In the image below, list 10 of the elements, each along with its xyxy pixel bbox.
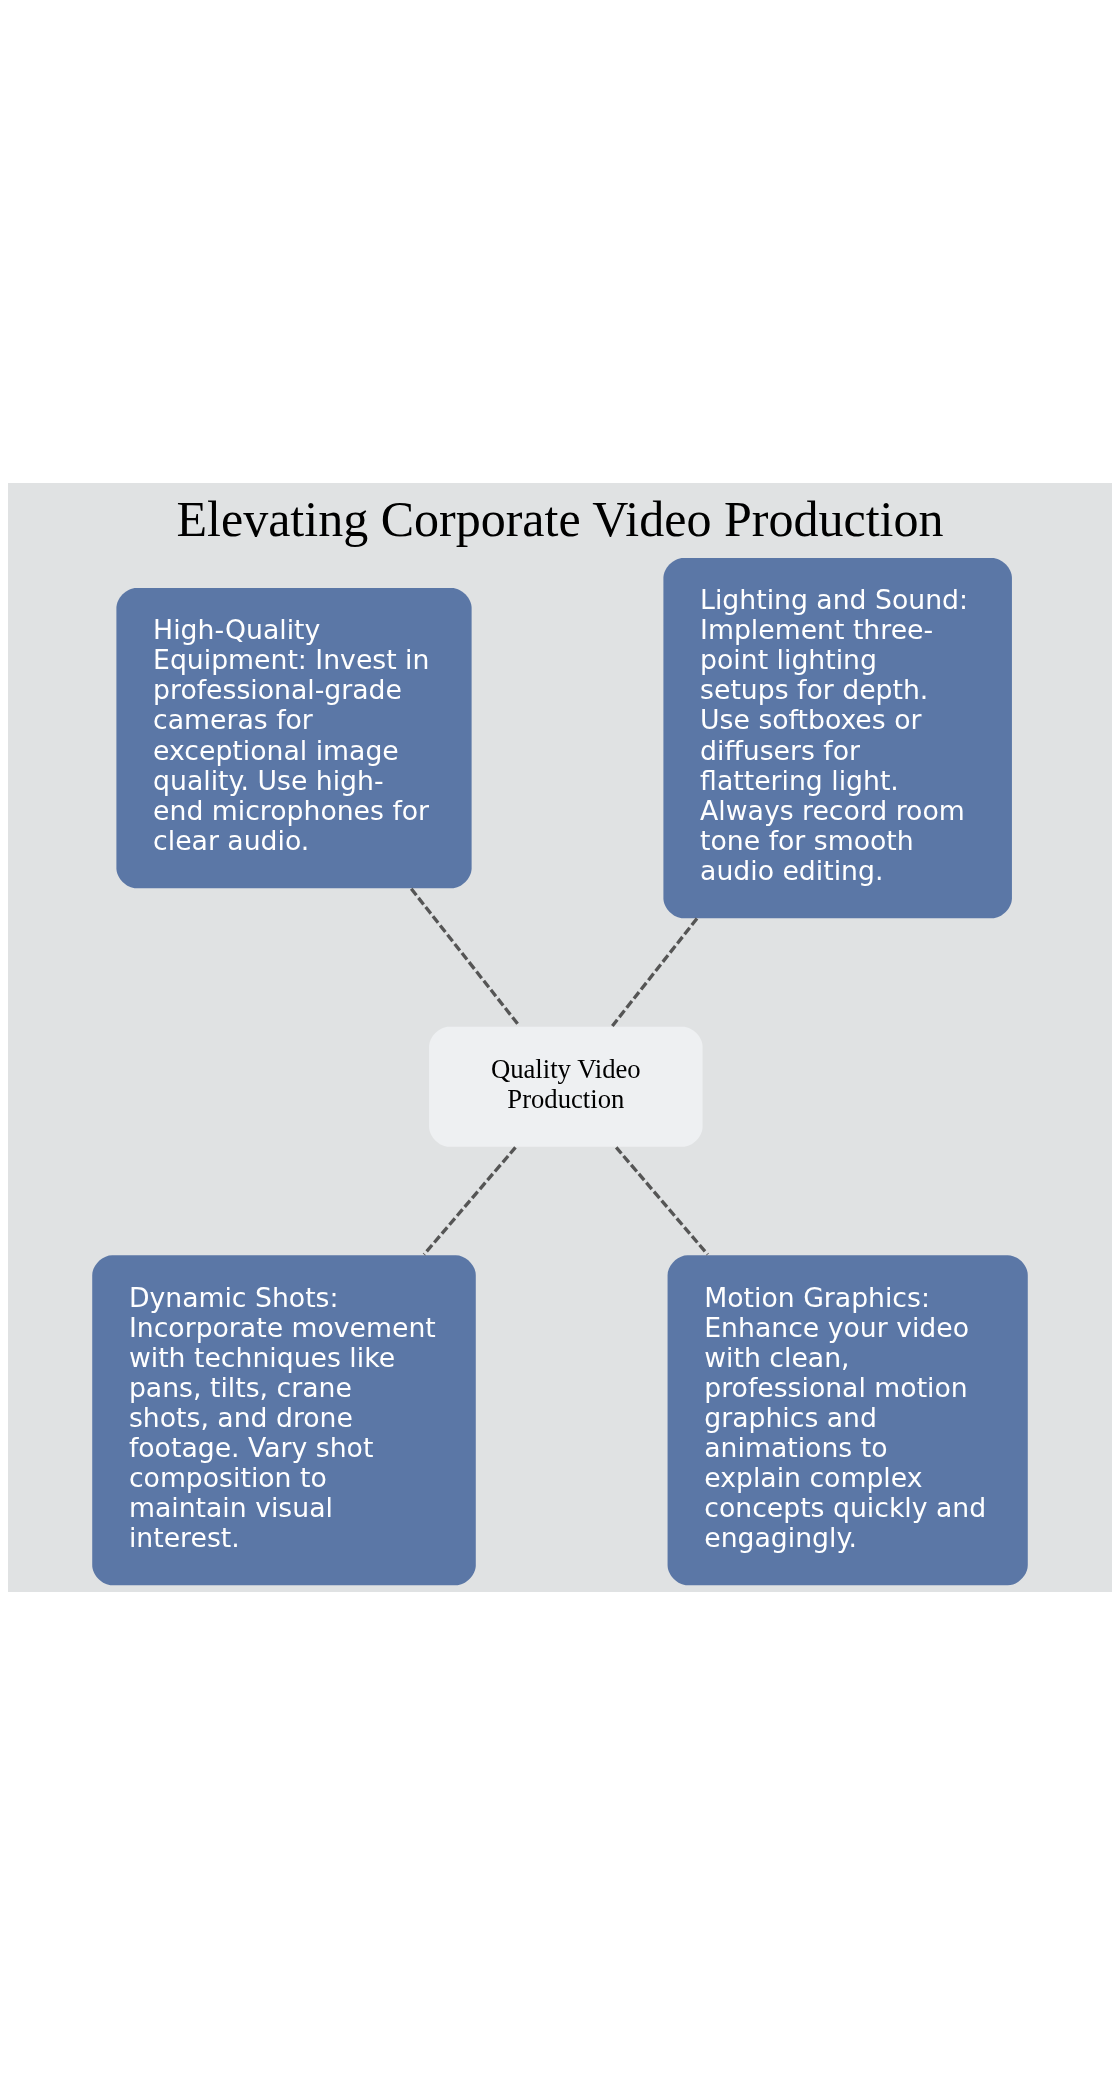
connector (610, 916, 699, 1028)
node-box: Motion Graphics: Enhance your video with clean, professional motion graphics and animations to explain complex concepts quickly and engagingly. (667, 1254, 1028, 1585)
connector (422, 1145, 517, 1256)
connector (409, 887, 521, 1027)
node-box: Lighting and Sound: Implement three-point lighting setups for depth. Use softboxes or diffusers for flattering light. Always record room tone for smooth audio editing. (663, 557, 1012, 918)
node-box: High-Quality Equipment: Invest in professional-grade cameras for exceptional image quality. Use high-end microphones for clear audio. (116, 587, 472, 888)
node-box: Quality Video Production (429, 1026, 703, 1147)
diagram-title: Elevating Corporate Video Production (176, 490, 944, 547)
node-box: Dynamic Shots: Incorporate movement with techniques like pans, tilts, crane shots, and drone footage. Vary shot composition to maintain visual interest. (92, 1254, 476, 1585)
connector (614, 1145, 709, 1256)
